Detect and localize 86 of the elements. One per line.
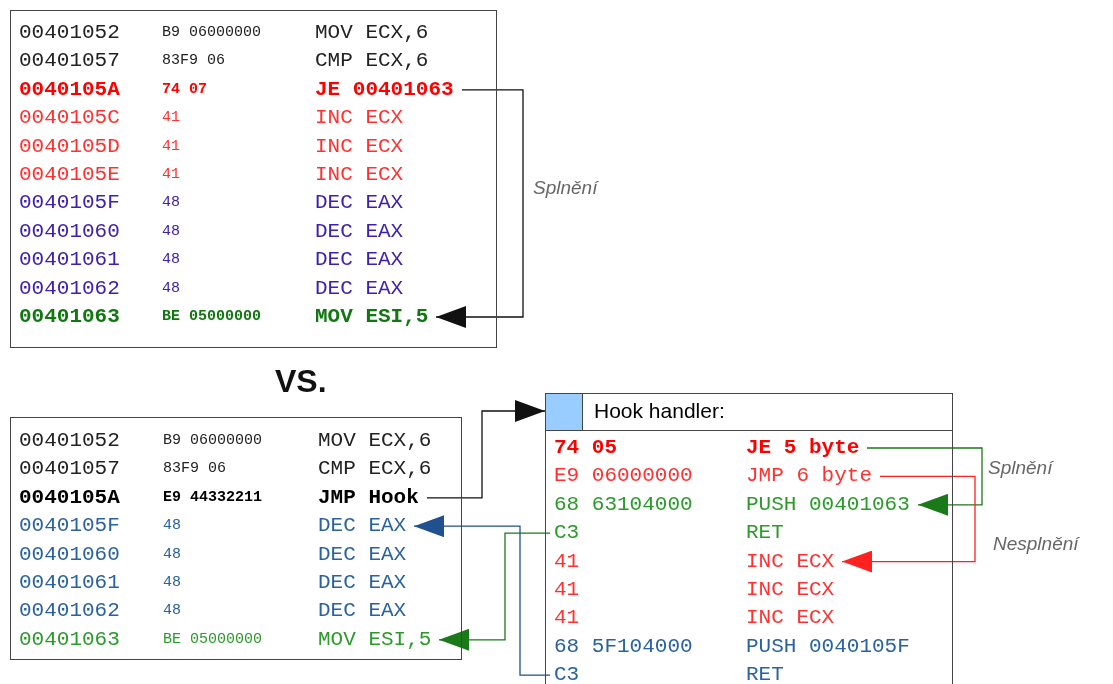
arrow [841, 475, 976, 573]
opcode-bytes: 48 [162, 221, 180, 242]
arrow [426, 400, 546, 499]
instruction: JMP 6 byte [746, 463, 873, 490]
opcode-bytes: 83F9 06 [163, 459, 226, 480]
instruction: DEC EAX [318, 598, 407, 625]
address: 00401062 [19, 275, 120, 302]
address: 00401061 [19, 570, 120, 596]
instruction: DEC EAX [315, 247, 404, 274]
opcode-bytes: 74 07 [162, 79, 207, 100]
opcode-bytes: 48 [163, 573, 181, 593]
instruction: INC ECX [315, 105, 404, 132]
address: 00401061 [19, 247, 120, 274]
address: 0040105A [19, 76, 120, 103]
opcode-bytes: BE 05000000 [163, 629, 263, 650]
instruction: RET [746, 520, 784, 547]
instruction: DEC EAX [315, 275, 404, 302]
instruction: JE 5 byte [746, 435, 860, 461]
arrow [413, 515, 551, 676]
opcode-bytes: E9 06000000 [554, 463, 693, 490]
opcode-bytes: 41 [554, 577, 580, 603]
arrow [438, 532, 551, 651]
opcode-bytes: 48 [163, 544, 181, 565]
instruction: JE 00401063 [315, 76, 454, 103]
opcode-bytes: B9 06000000 [162, 23, 262, 43]
address: 0040105F [19, 513, 120, 540]
opcode-bytes: 48 [162, 250, 180, 271]
comparison-label: VS. [275, 363, 327, 400]
opcode-bytes: 41 [162, 136, 180, 157]
address: 00401063 [19, 304, 120, 330]
instruction: DEC EAX [318, 541, 407, 568]
instruction: DEC EAX [315, 218, 404, 245]
handler-panel [545, 393, 953, 684]
opcode-bytes: 83F9 06 [162, 51, 225, 72]
instruction: PUSH 00401063 [746, 491, 910, 518]
opcode-bytes: E9 44332211 [163, 487, 263, 508]
instruction: CMP ECX,6 [318, 456, 432, 483]
code-listing-panel [10, 10, 497, 348]
address: 00401052 [19, 20, 120, 46]
address: 00401057 [19, 456, 120, 483]
arrow [435, 89, 524, 328]
opcode-bytes: 41 [162, 108, 180, 129]
address: 0040105A [19, 484, 120, 511]
code-listing-panel [10, 417, 462, 660]
address: 0040105C [19, 105, 120, 132]
opcode-bytes: 41 [162, 165, 180, 185]
instruction: MOV ESI,5 [315, 304, 429, 330]
instruction: INC ECX [746, 605, 835, 632]
instruction: DEC EAX [318, 570, 407, 596]
instruction: DEC EAX [318, 513, 407, 540]
opcode-bytes: B9 06000000 [163, 431, 263, 451]
opcode-bytes: 48 [162, 193, 180, 214]
address: 00401060 [19, 218, 120, 245]
opcode-bytes: 41 [554, 605, 580, 632]
instruction: INC ECX [315, 162, 404, 188]
arrow [866, 447, 983, 516]
opcode-bytes: C3 [554, 520, 580, 547]
instruction: RET [746, 662, 784, 684]
opcode-bytes: 68 63104000 [554, 491, 693, 518]
address: 00401062 [19, 598, 120, 625]
instruction: CMP ECX,6 [315, 48, 429, 75]
address: 00401057 [19, 48, 120, 75]
opcode-bytes: 68 5F104000 [554, 633, 693, 660]
instruction: DEC EAX [315, 190, 404, 217]
address: 00401052 [19, 428, 120, 454]
instruction: PUSH 0040105F [746, 633, 910, 660]
instruction: JMP Hook [318, 484, 419, 511]
address: 0040105D [19, 133, 120, 160]
instruction: MOV ECX,6 [318, 428, 432, 454]
opcode-bytes: 48 [162, 278, 180, 299]
address: 00401060 [19, 541, 120, 568]
instruction: INC ECX [315, 133, 404, 160]
opcode-bytes: 48 [163, 516, 181, 537]
opcode-bytes: 48 [163, 601, 181, 622]
instruction: MOV ESI,5 [318, 626, 432, 653]
opcode-bytes: 41 [554, 548, 580, 575]
opcode-bytes: C3 [554, 662, 580, 684]
address: 0040105F [19, 190, 120, 217]
instruction: MOV ECX,6 [315, 20, 429, 46]
opcode-bytes: 74 05 [554, 435, 617, 461]
handler-title: Hook handler: [594, 399, 725, 423]
instruction: INC ECX [746, 548, 835, 575]
instruction: INC ECX [746, 577, 835, 603]
opcode-bytes: BE 05000000 [162, 307, 262, 327]
address: 0040105E [19, 162, 120, 188]
address: 00401063 [19, 626, 120, 653]
